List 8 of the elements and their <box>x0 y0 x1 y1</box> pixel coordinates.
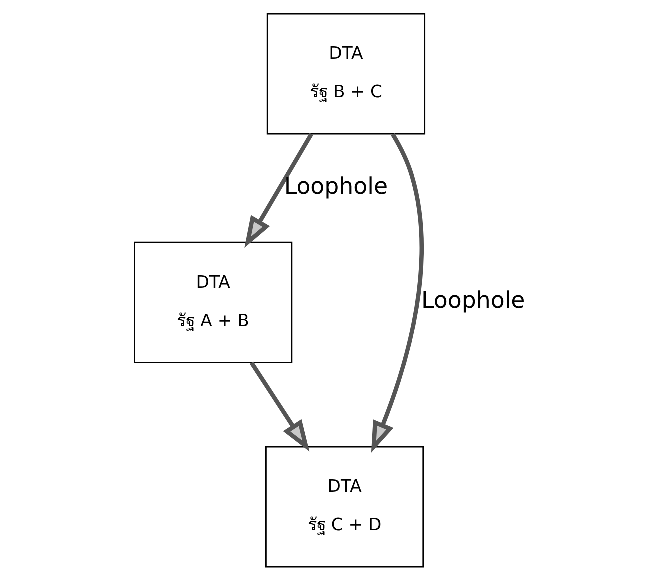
node-box: DTA รัฐ C + D <box>265 446 424 568</box>
node-box: DTA รัฐ B + C <box>266 13 426 135</box>
node-box: DTA รัฐ A + B <box>134 242 293 364</box>
arrow <box>371 133 424 453</box>
edge-label: Loophole <box>284 174 388 200</box>
arrow <box>244 133 314 248</box>
edge-label: Loophole <box>422 288 526 314</box>
arrow <box>250 362 310 452</box>
